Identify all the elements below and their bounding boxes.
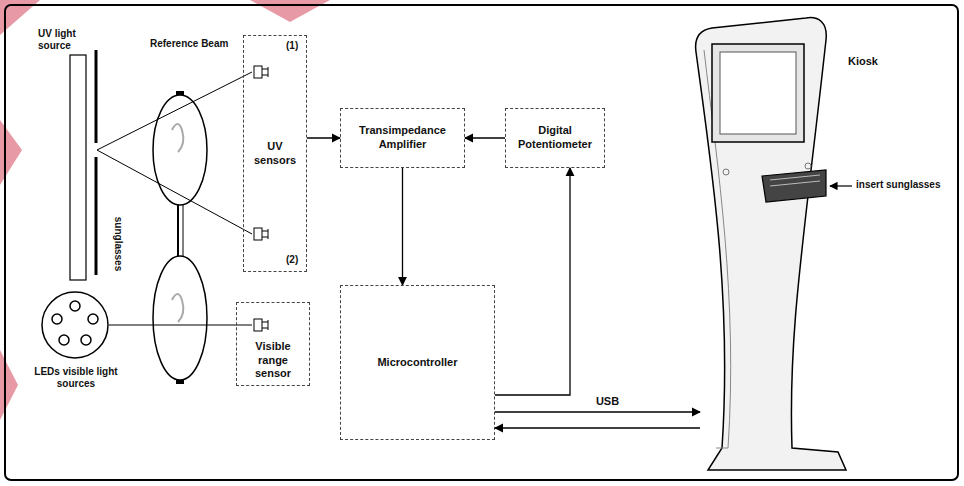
signal-arrow [465, 137, 505, 138]
sunglass-bridge [177, 205, 179, 256]
kiosk-figure: Kiosk [700, 15, 850, 470]
part-label: insert sunglasses [856, 179, 954, 191]
kiosk-screen [712, 44, 804, 142]
leader-arrow [830, 185, 852, 186]
part-label: LEDs visible light sources [22, 366, 130, 390]
decor-shape [250, 0, 330, 22]
block-label: Digital Potentiometer [510, 124, 600, 152]
callout-number: (1) [286, 40, 304, 52]
decor-shape [0, 350, 18, 420]
led [81, 335, 91, 345]
sensor-pins [262, 320, 268, 330]
block-box: Visible range sensor [236, 302, 310, 386]
block-box: Digital Potentiometer [505, 108, 605, 168]
sunglass-lens [153, 95, 207, 205]
led [52, 314, 62, 324]
sensor-body [254, 228, 262, 240]
sunglass-hinge [176, 380, 184, 384]
block-box: Microcontroller [340, 285, 495, 440]
sensor-icon [254, 66, 268, 78]
decor-shape [0, 120, 22, 185]
sensor-icon [254, 319, 268, 331]
kiosk-speaker [805, 163, 811, 169]
sensor-icons [254, 66, 268, 331]
uv-lamp [70, 55, 86, 280]
block-label: Visible range sensor [241, 340, 305, 381]
slit-plate [95, 157, 98, 275]
sensor-pins [262, 67, 268, 77]
block-label: Microcontroller [377, 356, 457, 370]
edge-label: USB [594, 395, 621, 408]
led [88, 314, 98, 324]
sunglass-bridge [183, 205, 184, 256]
signal-arrow [307, 137, 340, 138]
signal-arrow [402, 168, 403, 285]
block-label: Transimpedance Amplifier [345, 124, 460, 152]
sunglass-lens [153, 256, 207, 380]
callout-number: (2) [286, 254, 304, 266]
block-box: Transimpedance Amplifier [340, 108, 465, 168]
part-label: sunglasses [112, 204, 124, 284]
sensor-body [254, 66, 262, 78]
frame [5, 5, 958, 480]
slot-opening [770, 175, 820, 180]
kiosk-screen-inner [720, 52, 796, 134]
led [59, 335, 69, 345]
slot-opening [770, 181, 820, 186]
part-label: UV light source [38, 28, 98, 52]
signal-arrow [495, 411, 700, 412]
sensor-pins [262, 229, 268, 239]
visible-beam [109, 325, 252, 326]
lens-glare [172, 294, 183, 322]
block-box: UV sensors [243, 35, 307, 272]
lens-glare [172, 124, 183, 152]
sunglass-hinge [176, 91, 184, 95]
led-holder [42, 292, 108, 358]
figure-label: Kiosk [848, 55, 878, 69]
signal-arrow [495, 427, 700, 428]
kiosk-body [696, 18, 846, 470]
sensor-body [254, 319, 262, 331]
led [70, 301, 80, 311]
block-label: UV sensors [248, 140, 302, 168]
slit-plate [95, 50, 98, 143]
reference-beam [97, 72, 252, 150]
part-label: Reference Beam [150, 38, 250, 50]
sunglass-slot [762, 170, 826, 202]
sensor-icon [254, 228, 268, 240]
kiosk-speaker [723, 169, 729, 175]
signal-arrow [495, 168, 570, 395]
